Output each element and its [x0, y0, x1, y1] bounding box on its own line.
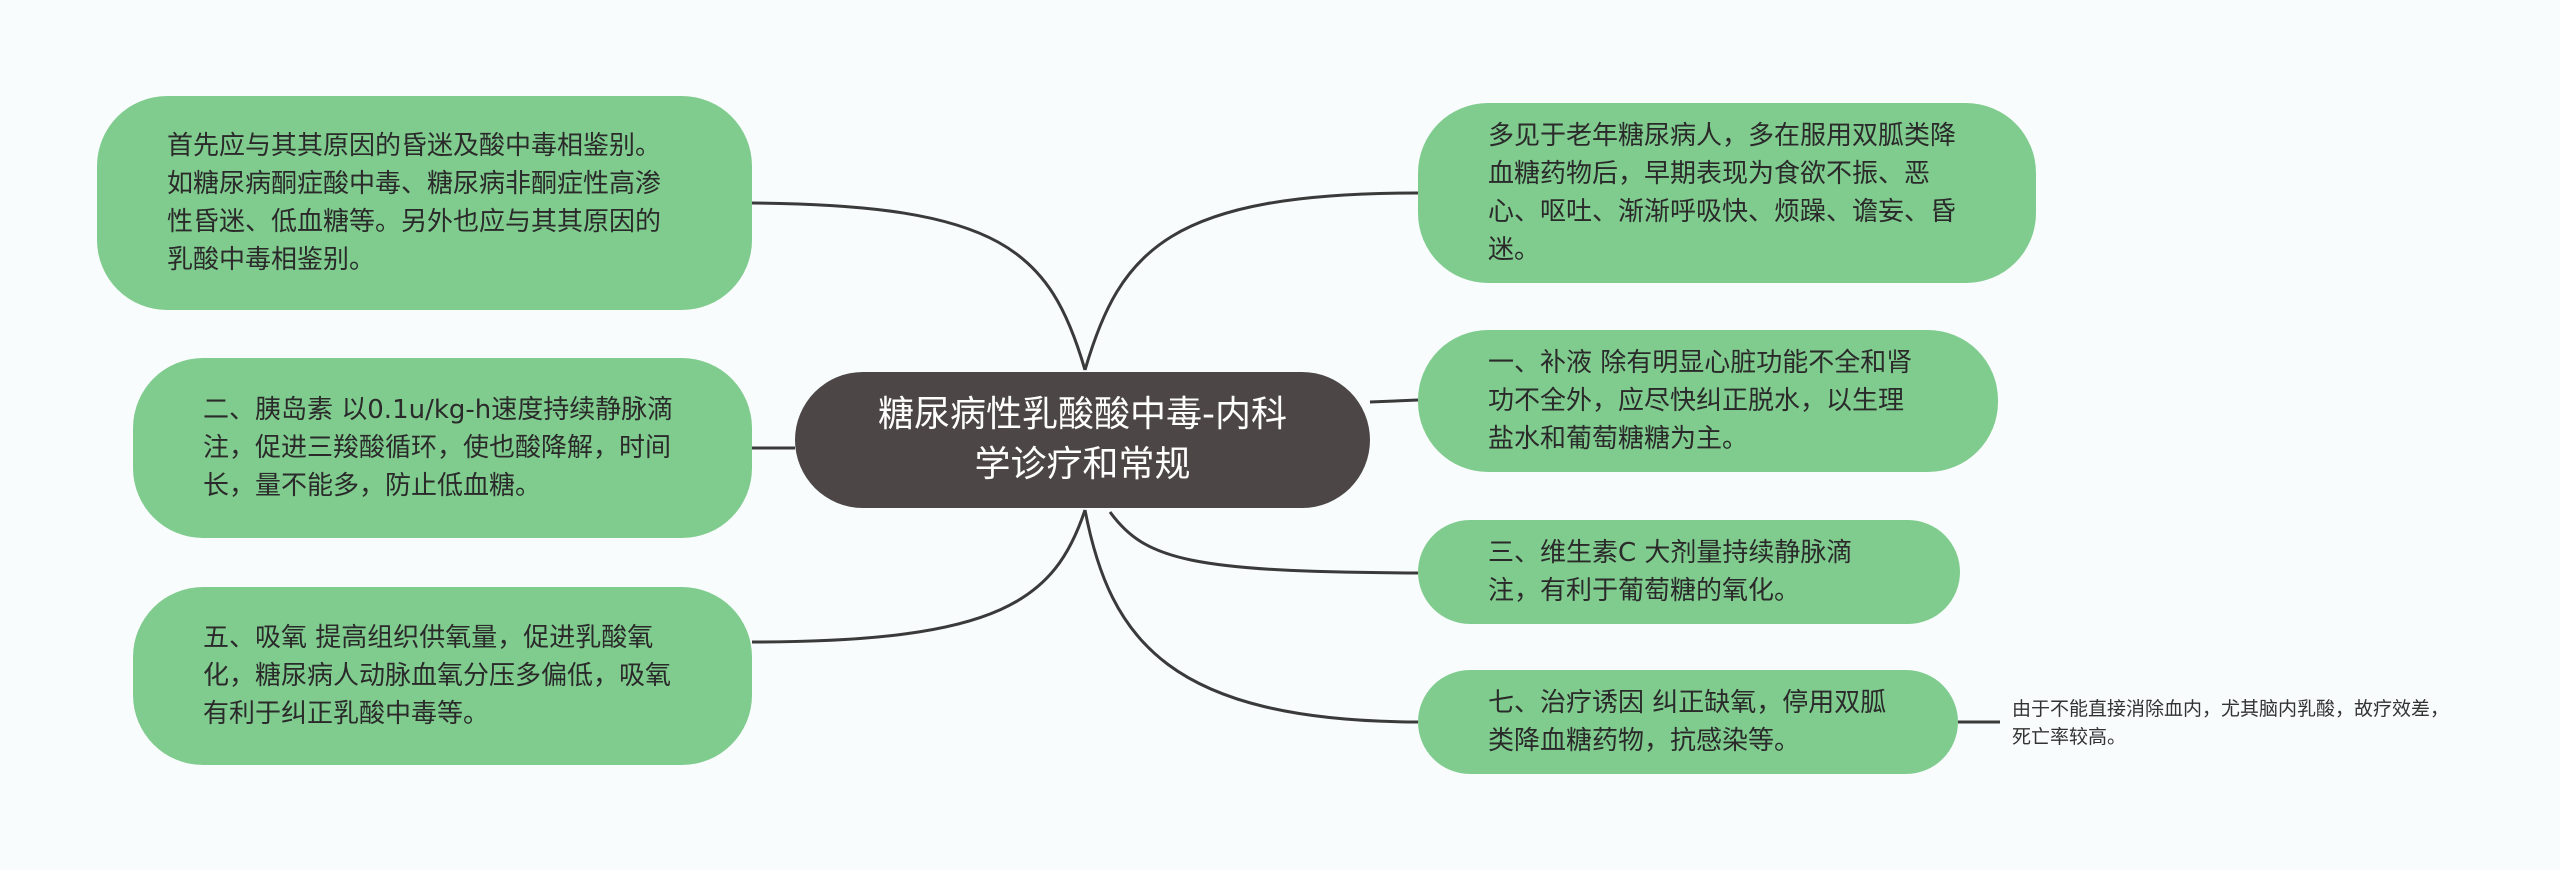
connector-right-2 [1369, 398, 1419, 404]
topic-left-oxygen[interactable]: 五、吸氧 提高组织供氧量，促进乳酸氧化，糖尿病人动脉血氧分压多偏低，吸氧有利于纠… [133, 587, 752, 765]
topic-label: 多见于老年糖尿病人，多在服用双胍类降血糖药物后，早期表现为食欲不振、恶心、呕吐、… [1488, 121, 1957, 265]
topic-right-fluids[interactable]: 一、补液 除有明显心脏功能不全和肾功不全外，应尽快纠正脱水，以生理盐水和葡萄糖糖… [1418, 330, 1998, 472]
topic-label: 首先应与其其原因的昏迷及酸中毒相鉴别。如糖尿病酮症酸中毒、糖尿病非酮症性高渗性昏… [167, 131, 662, 275]
connector-left-3 [751, 509, 1087, 644]
topic-left-differential[interactable]: 首先应与其其原因的昏迷及酸中毒相鉴别。如糖尿病酮症酸中毒、糖尿病非酮症性高渗性昏… [97, 96, 752, 310]
topic-right-symptoms[interactable]: 多见于老年糖尿病人，多在服用双胍类降血糖药物后，早期表现为食欲不振、恶心、呕吐、… [1418, 103, 2036, 283]
topic-left-insulin[interactable]: 二、胰岛素 以0.1u/kg-h速度持续静脉滴注，促进三羧酸循环，使也酸降解，时… [133, 358, 752, 538]
central-topic[interactable]: 糖尿病性乳酸酸中毒-内科学诊疗和常规 [795, 372, 1370, 508]
topic-label: 二、胰岛素 以0.1u/kg-h速度持续静脉滴注，促进三羧酸循环，使也酸降解，时… [203, 395, 674, 501]
connector-right-3 [1108, 511, 1419, 575]
central-topic-label: 糖尿病性乳酸酸中毒-内科学诊疗和常规 [878, 394, 1287, 485]
connector-left-1 [751, 201, 1087, 371]
topic-label: 五、吸氧 提高组织供氧量，促进乳酸氧化，糖尿病人动脉血氧分压多偏低，吸氧有利于纠… [203, 623, 672, 729]
connector-right-1 [1083, 191, 1419, 371]
topic-right-vitamin-c[interactable]: 三、维生素C 大剂量持续静脉滴注，有利于葡萄糖的氧化。 [1418, 520, 1960, 624]
topic-label: 三、维生素C 大剂量持续静脉滴注，有利于葡萄糖的氧化。 [1488, 538, 1853, 606]
connector-right-4 [1083, 509, 1419, 724]
topic-label: 一、补液 除有明显心脏功能不全和肾功不全外，应尽快纠正脱水，以生理盐水和葡萄糖糖… [1488, 348, 1913, 454]
topic-label: 七、治疗诱因 纠正缺氧，停用双胍类降血糖药物，抗感染等。 [1488, 688, 1887, 756]
topic-right-cause-treatment[interactable]: 七、治疗诱因 纠正缺氧，停用双胍类降血糖药物，抗感染等。 [1418, 670, 1958, 774]
prognosis-note: 由于不能直接消除血内，尤其脑内乳酸，故疗效差，死亡率较高。 [2012, 698, 2450, 748]
